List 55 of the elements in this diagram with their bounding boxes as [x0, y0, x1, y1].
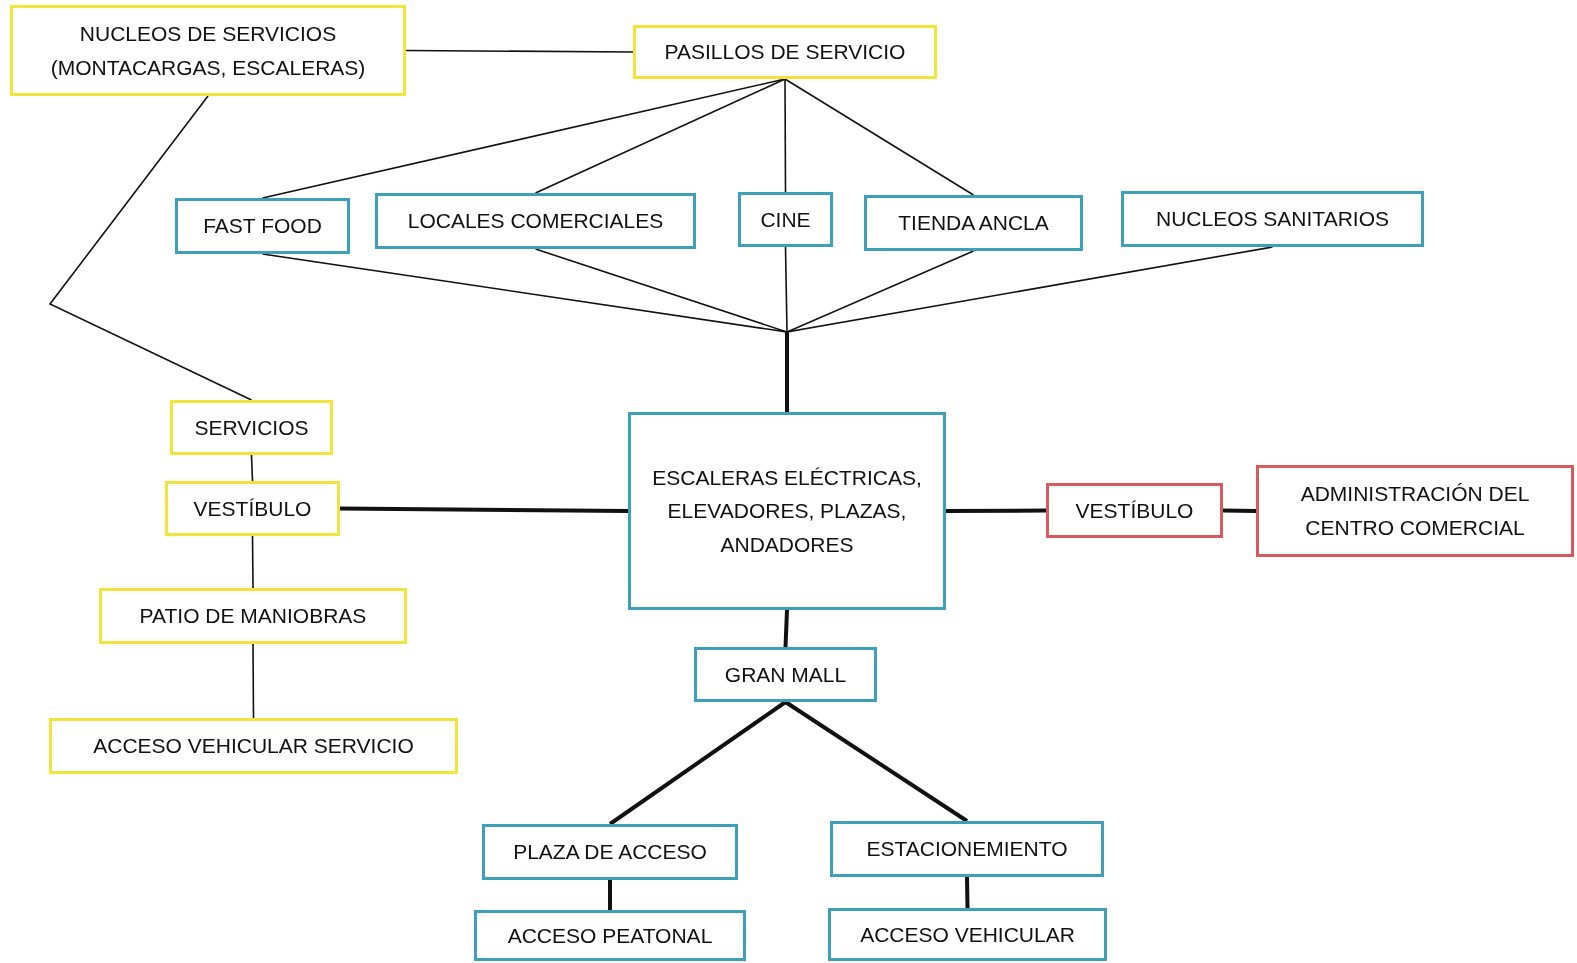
- connector-line: [1222, 508, 1257, 513]
- connector-line: [784, 78, 975, 196]
- process-box: [1121, 191, 1424, 247]
- process-box: [828, 908, 1107, 961]
- box-label: VESTÍBULO: [1075, 497, 1194, 524]
- connector-line: [252, 643, 255, 719]
- connector-line: [405, 49, 634, 53]
- process-box: [99, 588, 407, 644]
- process-box: [170, 400, 333, 455]
- connector-line: [785, 332, 789, 412]
- box-label: PLAZA DE ACCESO: [513, 839, 707, 866]
- box-label: SERVICIOS: [194, 414, 309, 441]
- box-label: VESTÍBULO: [193, 495, 312, 522]
- connector-line: [340, 506, 628, 513]
- box-label: GRAN MALL: [724, 661, 847, 688]
- process-box: [628, 412, 946, 610]
- connector-line: [783, 609, 789, 648]
- connector-line: [608, 700, 787, 826]
- box-label: TIENDA ANCLA: [898, 210, 1049, 237]
- box-label: ESTACIONEMIENTO: [866, 836, 1068, 863]
- box-label: LOCALES COMERCIALES: [407, 208, 664, 235]
- process-box: [482, 824, 738, 880]
- box-label: ACCESO VEHICULAR: [860, 921, 1075, 948]
- process-box: [49, 718, 458, 774]
- box-label: PATIO DE MANIOBRAS: [139, 603, 367, 630]
- process-box: [864, 195, 1083, 251]
- box-label: NUCLEOS SANITARIOS: [1156, 206, 1389, 233]
- connector-line: [946, 508, 1046, 513]
- connector-line: [965, 876, 970, 909]
- box-label: ACCESO VEHICULAR SERVICIO: [93, 733, 414, 760]
- connector-line: [48, 95, 253, 401]
- process-box: [375, 193, 696, 249]
- box-label: ESCALERAS ELÉCTRICAS, ELEVADORES, PLAZAS, ANDADORES: [651, 464, 923, 558]
- box-label: ACCESO PEATONAL: [507, 922, 713, 949]
- process-box: [633, 25, 937, 79]
- connector-line: [784, 78, 787, 193]
- connector-line: [784, 700, 969, 823]
- box-label: PASILLOS DE SERVICIO: [664, 39, 906, 66]
- process-box: [830, 821, 1104, 877]
- process-box: [175, 198, 350, 254]
- box-label: NUCLEOS DE SERVICIOS (MONTACARGAS, ESCALERAS): [49, 20, 367, 81]
- process-box: [1046, 483, 1223, 538]
- process-box: [738, 192, 833, 247]
- process-box: [694, 647, 877, 702]
- box-label: FAST FOOD: [203, 213, 322, 240]
- connector-line: [251, 535, 254, 589]
- connector-line: [608, 880, 612, 910]
- connector-line: [534, 78, 786, 194]
- connector-line: [250, 454, 254, 482]
- process-box: [474, 910, 746, 961]
- box-label: ADMINISTRACIÓN DEL CENTRO COMERCIAL: [1299, 481, 1531, 541]
- box-label: CINE: [760, 206, 811, 233]
- process-box: [1256, 465, 1574, 557]
- process-box: [165, 481, 340, 536]
- process-box: [10, 5, 406, 96]
